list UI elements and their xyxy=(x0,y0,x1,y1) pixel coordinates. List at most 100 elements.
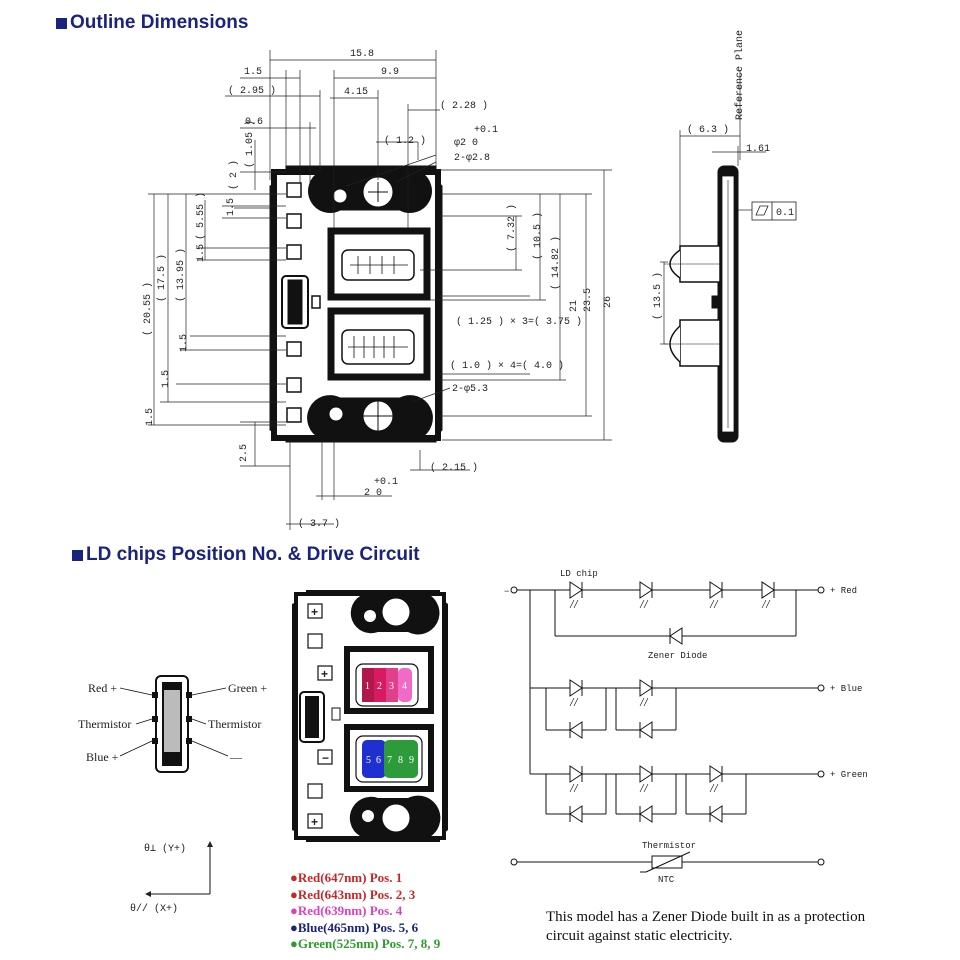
dim-pitch-10: ( 1.0 ) × 4=( 4.0 ) xyxy=(450,360,564,372)
dim-0-6: 0.6 xyxy=(245,117,263,128)
pin-red-plus: Red + xyxy=(88,681,117,695)
chip-1 xyxy=(362,668,374,702)
dim-4-15: 4.15 xyxy=(344,87,368,98)
board-plus-red: + xyxy=(311,605,318,619)
outline-title-text: Outline Dimensions xyxy=(70,12,249,33)
circuit-green: + Green xyxy=(830,770,868,780)
circuit-red: + Red xyxy=(830,586,857,596)
circuit-blue: + Blue xyxy=(830,684,862,694)
chip-array-bottom: 5 6 7 8 9 xyxy=(355,735,423,783)
chip-4 xyxy=(398,668,412,702)
chip-label-4: 4 xyxy=(402,681,407,692)
dim-hole-phi2: φ2 0 xyxy=(454,138,478,149)
chip-5-6 xyxy=(362,740,386,778)
legend-item-blue-465: ●Blue(465nm) Pos. 5, 6 xyxy=(290,919,419,935)
board-minus: − xyxy=(322,751,329,765)
dim-flatness: 0.1 xyxy=(776,208,794,219)
dim-tol-plus-b: +0.1 xyxy=(374,477,398,488)
dim-1-5: 1.5 xyxy=(244,67,262,78)
dim-26: 26 xyxy=(603,296,614,308)
pin-thermistor-right: Thermistor xyxy=(208,717,261,731)
top-vertical-dimension-labels: ( 1.05 ) ( 2 ) ( 5.55 ) 1.5 1.5 ( 17.5 )… xyxy=(142,120,614,462)
dim-2-28: ( 2.28 ) xyxy=(440,100,488,112)
chip-legend: ●Red(647nm) Pos. 1 ●Red(643nm) Pos. 2, 3… xyxy=(290,870,440,953)
dim-3-7: ( 3.7 ) xyxy=(298,518,340,530)
chip-label-2: 2 xyxy=(377,681,382,692)
chip-label-9: 9 xyxy=(409,755,414,766)
dim-1-05: ( 1.05 ) xyxy=(244,120,256,168)
chip-board xyxy=(292,590,448,842)
chip-array-top: 1 2 3 4 xyxy=(355,663,419,707)
top-dimension-labels: 15.8 9.9 1.5 ( 2.95 ) 4.15 ( 2.28 ) 0.6 … xyxy=(228,49,582,530)
title-square-icon xyxy=(56,17,67,29)
dim-tol-plus: +0.1 xyxy=(474,125,498,136)
chip-label-6: 6 xyxy=(376,755,381,766)
dim-9-9: 9.9 xyxy=(381,67,399,78)
dim-hole-2-0: 2 0 xyxy=(364,488,382,499)
legend-item-green-525: ●Green(525nm) Pos. 7, 8, 9 xyxy=(290,936,441,951)
board-plus-green: + xyxy=(321,667,328,681)
axis-y-label: θ⊥ (Y+) xyxy=(144,843,186,855)
reference-plane-label: Reference Plane xyxy=(734,30,746,120)
dim-1-5b: 1.5 xyxy=(196,244,207,262)
board-plus-blue: + xyxy=(311,815,318,829)
dim-21: 21 xyxy=(569,300,580,312)
chip-label-7: 7 xyxy=(387,755,392,766)
pin-minus: — xyxy=(229,750,243,764)
dim-1-61: 1.61 xyxy=(746,144,770,155)
pin-thermistor-left: Thermistor xyxy=(78,717,131,731)
dim-pitch-125: ( 1.25 ) × 3=( 3.75 ) xyxy=(456,316,582,328)
pinout-labels: Red + Green + Thermistor Thermistor Blue… xyxy=(78,681,267,764)
top-dimension-lines xyxy=(148,50,612,530)
circuit-ntc: NTC xyxy=(658,875,675,885)
emission-arrows xyxy=(569,599,771,793)
legend-item-red-647: ●Red(647nm) Pos. 1 xyxy=(290,870,403,885)
board-polarity-marks: + + − + xyxy=(311,605,329,829)
top-view xyxy=(269,165,443,443)
dim-hole-2phi53: 2-φ5.3 xyxy=(452,384,488,395)
dim-1-5e: 1.5 xyxy=(145,408,156,426)
dim-2-15: ( 2.15 ) xyxy=(430,462,478,474)
dim-2-5: 2.5 xyxy=(239,444,250,462)
flatness-box xyxy=(751,201,797,221)
circuit-thermistor: Thermistor xyxy=(642,841,696,851)
dim-20-55: ( 20.55 ) xyxy=(142,282,154,336)
dim-15-8: 15.8 xyxy=(350,49,374,60)
dim-7-32: ( 7.32 ) xyxy=(506,204,518,252)
pinout-diagram xyxy=(119,675,229,773)
dim-hole-2phi28: 2-φ2.8 xyxy=(454,153,490,164)
dim-23-5: 23.5 xyxy=(583,288,594,312)
circuit-ld-chip: LD chip xyxy=(560,569,598,579)
chip-3 xyxy=(386,668,398,702)
chip-2 xyxy=(374,668,386,702)
chip-label-1: 1 xyxy=(365,681,370,692)
dim-1-5d: 1.5 xyxy=(161,370,172,388)
dim-2: ( 2 ) xyxy=(228,160,240,190)
chip-7-9 xyxy=(384,740,418,778)
drive-circuit xyxy=(510,586,825,873)
side-dimension-lines xyxy=(660,70,766,345)
dim-13-95: ( 13.95 ) xyxy=(175,248,187,302)
dim-1-5c: 1.5 xyxy=(179,334,190,352)
pin-blue-plus: Blue + xyxy=(86,750,119,764)
legend-item-red-639: ●Red(639nm) Pos. 4 xyxy=(290,903,403,918)
side-dimension-labels: Reference Plane ( 6.3 ) 1.61 0.1 ( 13.5 … xyxy=(652,30,794,320)
circuit-zener: Zener Diode xyxy=(648,651,707,661)
chip-label-5: 5 xyxy=(366,755,371,766)
dim-13-5: ( 13.5 ) xyxy=(652,272,664,320)
circuit-diodes xyxy=(569,581,775,823)
chip-label-8: 8 xyxy=(398,755,403,766)
dim-17-5: ( 17.5 ) xyxy=(156,254,168,302)
axis-x-label: θ// (X+) xyxy=(130,903,178,915)
dim-14-82: ( 14.82 ) xyxy=(550,236,562,290)
dim-2-95: ( 2.95 ) xyxy=(228,85,276,97)
outline-title: Outline Dimensions xyxy=(56,12,248,34)
circuit-labels: − LD chip Zener Diode + Red + Blue + Gre… xyxy=(504,569,868,885)
dim-5-55: ( 5.55 ) xyxy=(195,192,207,240)
side-view xyxy=(664,165,739,443)
dim-10-5: ( 10.5 ) xyxy=(532,212,544,260)
dim-1-2: ( 1.2 ) xyxy=(384,135,426,147)
dim-1-5a: 1.5 xyxy=(226,198,237,216)
dim-6-3: ( 6.3 ) xyxy=(687,124,729,136)
